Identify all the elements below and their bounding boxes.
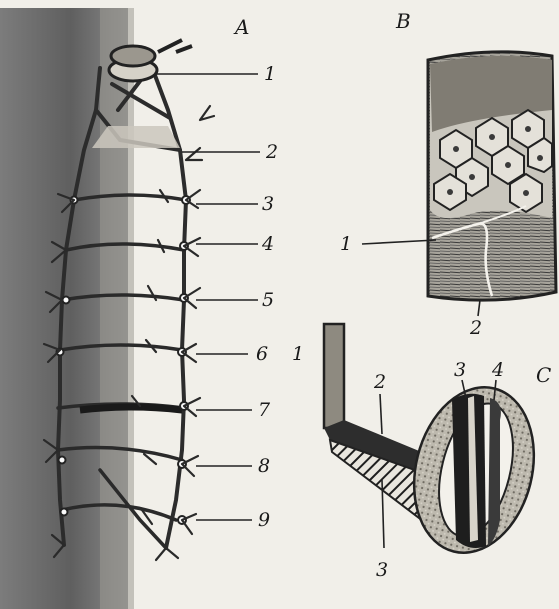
label-a-4: 4 [261, 233, 274, 255]
label-a-2: 2 [265, 141, 278, 163]
label-b-2: 2 [469, 317, 482, 339]
label-b-1: 1 [340, 233, 352, 255]
panel-c-diagram [324, 324, 551, 566]
panel-label-c: C [536, 363, 551, 387]
panel-b-leader-2 [478, 300, 480, 316]
label-a-9: 9 [258, 509, 270, 531]
nerve-stalk [324, 324, 344, 428]
panel-a-diagram [0, 8, 260, 609]
label-a-5: 5 [262, 289, 274, 311]
label-a-3: 3 [262, 193, 274, 215]
label-c-3-bottom: 3 [376, 559, 388, 581]
nerve-thick-7 [80, 407, 182, 410]
label-c-1: 1 [292, 343, 304, 365]
label-c-4: 4 [491, 359, 504, 381]
panel-b-diagram [362, 52, 556, 316]
panel-a-number-labels: 1 2 3 4 5 6 7 8 9 [256, 63, 278, 531]
panel-label-b: B [395, 9, 411, 33]
ring-band-right [488, 398, 501, 546]
label-c-3-top: 3 [454, 359, 466, 381]
panel-c-leader-2 [380, 394, 382, 434]
panel-b-leader-1 [362, 240, 436, 244]
panel-label-a: A [233, 15, 249, 39]
label-a-8: 8 [258, 455, 270, 477]
label-a-6: 6 [256, 343, 268, 365]
label-a-7: 7 [258, 399, 271, 421]
label-c-2: 2 [373, 371, 386, 393]
organ-capsule [109, 40, 192, 81]
label-a-1: 1 [264, 63, 276, 85]
